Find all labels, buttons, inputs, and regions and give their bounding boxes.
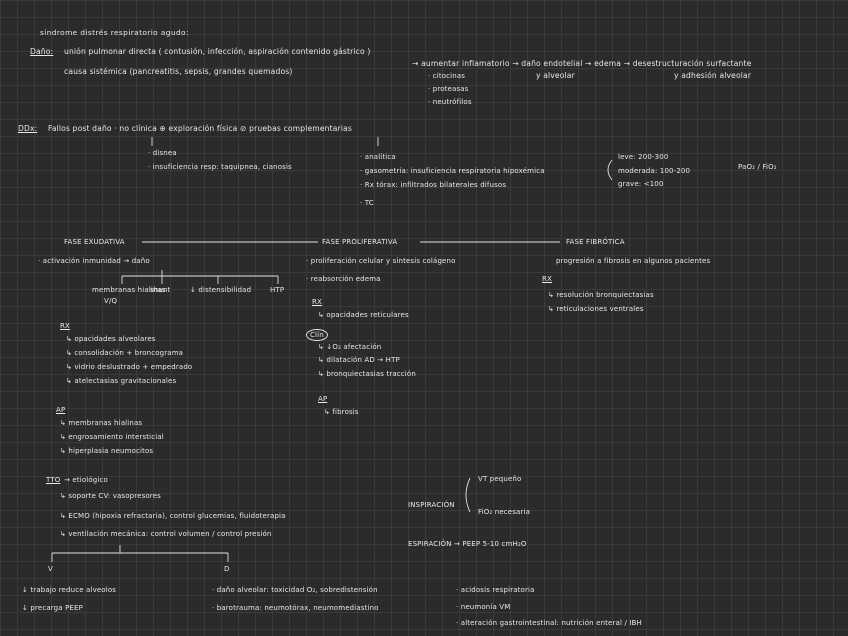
tto-label: TTO bbox=[46, 476, 61, 484]
prolif-clin-3: ↳ bronquiectasias tracción bbox=[318, 370, 416, 378]
left-item-1: ↓ trabajo reduce alveolos bbox=[22, 586, 117, 594]
inspiracion-label: INSPIRACIÓN bbox=[408, 501, 455, 509]
prolif-rx-label: RX bbox=[312, 298, 322, 306]
insp-item-2: FiO₂ necesaria bbox=[478, 508, 531, 516]
tto-item-1: ↳ soporte CV: vasopresores bbox=[60, 492, 161, 500]
exud-ap-1: ↳ membranas hialinas bbox=[60, 419, 143, 427]
dano-chain-sub-b: y adhesión alveolar bbox=[674, 71, 752, 80]
clinica-2: · insuficiencia resp: taquipnea, cianosi… bbox=[148, 163, 292, 171]
dano-list-3: · neutrófilos bbox=[428, 98, 472, 106]
exud-branch-sub: V/Q bbox=[104, 297, 118, 305]
dano-chain: → aumentar inflamatorio → daño endotelia… bbox=[412, 59, 752, 68]
fibro-rx-2: ↳ reticulaciones ventrales bbox=[548, 305, 644, 313]
pruebas-2: · gasometría: insuficiencia respiratoria… bbox=[360, 167, 545, 175]
exud-branch-2: shunt bbox=[150, 286, 171, 294]
espiracion-label: ESPIRACIÓN → PEEP 5-10 cmH₂O bbox=[408, 540, 527, 548]
exud-rx-4: ↳ atelectasias gravitacionales bbox=[66, 377, 177, 385]
exud-rx-1: ↳ opacidades alveolares bbox=[66, 335, 156, 343]
exud-activation: · activación inmunidad → daño bbox=[38, 257, 150, 265]
grade-leve: leve: 200-300 bbox=[618, 153, 669, 161]
right-item-1: · acidosis respiratoria bbox=[456, 586, 535, 594]
grade-grave: grave: <100 bbox=[618, 180, 664, 188]
dano-label: Daño: bbox=[30, 47, 54, 56]
mid-item-1: · daño alveolar: toxicidad O₂, sobredist… bbox=[212, 586, 378, 594]
page-title: síndrome distrés respiratorio agudo: bbox=[40, 28, 189, 37]
pruebas-3: · Rx tórax: infiltrados bilaterales difu… bbox=[360, 181, 507, 189]
prolif-ap-label: AP bbox=[318, 395, 328, 403]
mid-item-2: · barotrauma: neumotórax, neumomediastin… bbox=[212, 604, 379, 612]
fibro-line: progresión a fibrosis en algunos pacient… bbox=[556, 257, 711, 265]
tto-item-3: ↳ ventilación mecánica: control volumen … bbox=[60, 530, 272, 538]
dano-list-1: · citocinas bbox=[428, 72, 466, 80]
clinica-1: · disnea bbox=[148, 149, 177, 157]
prolif-2: · reabsorción edema bbox=[306, 275, 381, 283]
exud-branch-1: membranas hialinas bbox=[92, 286, 166, 294]
fibro-rx-label: RX bbox=[542, 275, 552, 283]
grade-moderada: moderada: 100-200 bbox=[618, 167, 691, 175]
v-label: V bbox=[48, 565, 53, 573]
ddx-label: DDx: bbox=[18, 124, 38, 133]
exud-rx-2: ↳ consolidación + broncograma bbox=[66, 349, 184, 357]
left-item-2: ↓ precarga PEEP bbox=[22, 604, 83, 612]
exud-ap-3: ↳ hiperplasia neumocitos bbox=[60, 447, 154, 455]
d-label: D bbox=[224, 565, 230, 573]
exud-rx-3: ↳ vidrio deslustrado + empedrado bbox=[66, 363, 193, 371]
phase-proliferativa: FASE PROLIFERATIVA bbox=[322, 238, 398, 246]
prolif-ap-1: ↳ fibrosis bbox=[324, 408, 359, 416]
pruebas-1: · analítica bbox=[360, 153, 396, 161]
tto-etiologic: → etiológico bbox=[64, 476, 108, 484]
exud-branch-3: ↓ distensibilidad bbox=[190, 286, 252, 294]
pafi-ratio: PaO₂ / FiO₂ bbox=[738, 163, 777, 171]
fibro-rx-1: ↳ resolución bronquiectasias bbox=[548, 291, 654, 299]
tto-item-2: ↳ ECMO (hipoxia refractaria), control gl… bbox=[60, 512, 286, 520]
dano-list-2: · proteasas bbox=[428, 85, 469, 93]
insp-item-1: VT pequeño bbox=[478, 475, 522, 483]
ddx-line: Fallos post daño · no clínica ⊕ explorac… bbox=[48, 124, 353, 133]
dano-chain-sub-a: y alveolar bbox=[536, 71, 575, 80]
exud-rx-label: RX bbox=[60, 322, 70, 330]
right-item-3: · alteración gastrointestinal: nutrición… bbox=[456, 619, 642, 627]
exud-ap-2: ↳ engrosamiento intersticial bbox=[60, 433, 164, 441]
prolif-1: · proliferación celular y síntesis colág… bbox=[306, 257, 456, 265]
prolif-rx-1: ↳ opacidades reticulares bbox=[318, 311, 409, 319]
exud-branch-4: HTP bbox=[270, 286, 285, 294]
prolif-clinica-label: Clín bbox=[306, 329, 328, 341]
phase-fibrotica: FASE FIBRÓTICA bbox=[566, 238, 625, 246]
dano-line2: causa sistémica (pancreatitis, sepsis, g… bbox=[64, 67, 293, 76]
prolif-clin-1: ↳ ↓O₂ afectación bbox=[318, 343, 382, 351]
right-item-2: · neumonía VM bbox=[456, 603, 511, 611]
prolif-clin-2: ↳ dilatación AD → HTP bbox=[318, 356, 400, 364]
pruebas-4: · TC bbox=[360, 199, 374, 207]
exud-ap-label: AP bbox=[56, 406, 66, 414]
phase-exudativa: FASE EXUDATIVA bbox=[64, 238, 125, 246]
dano-line1: unión pulmonar directa ( contusión, infe… bbox=[64, 47, 371, 56]
